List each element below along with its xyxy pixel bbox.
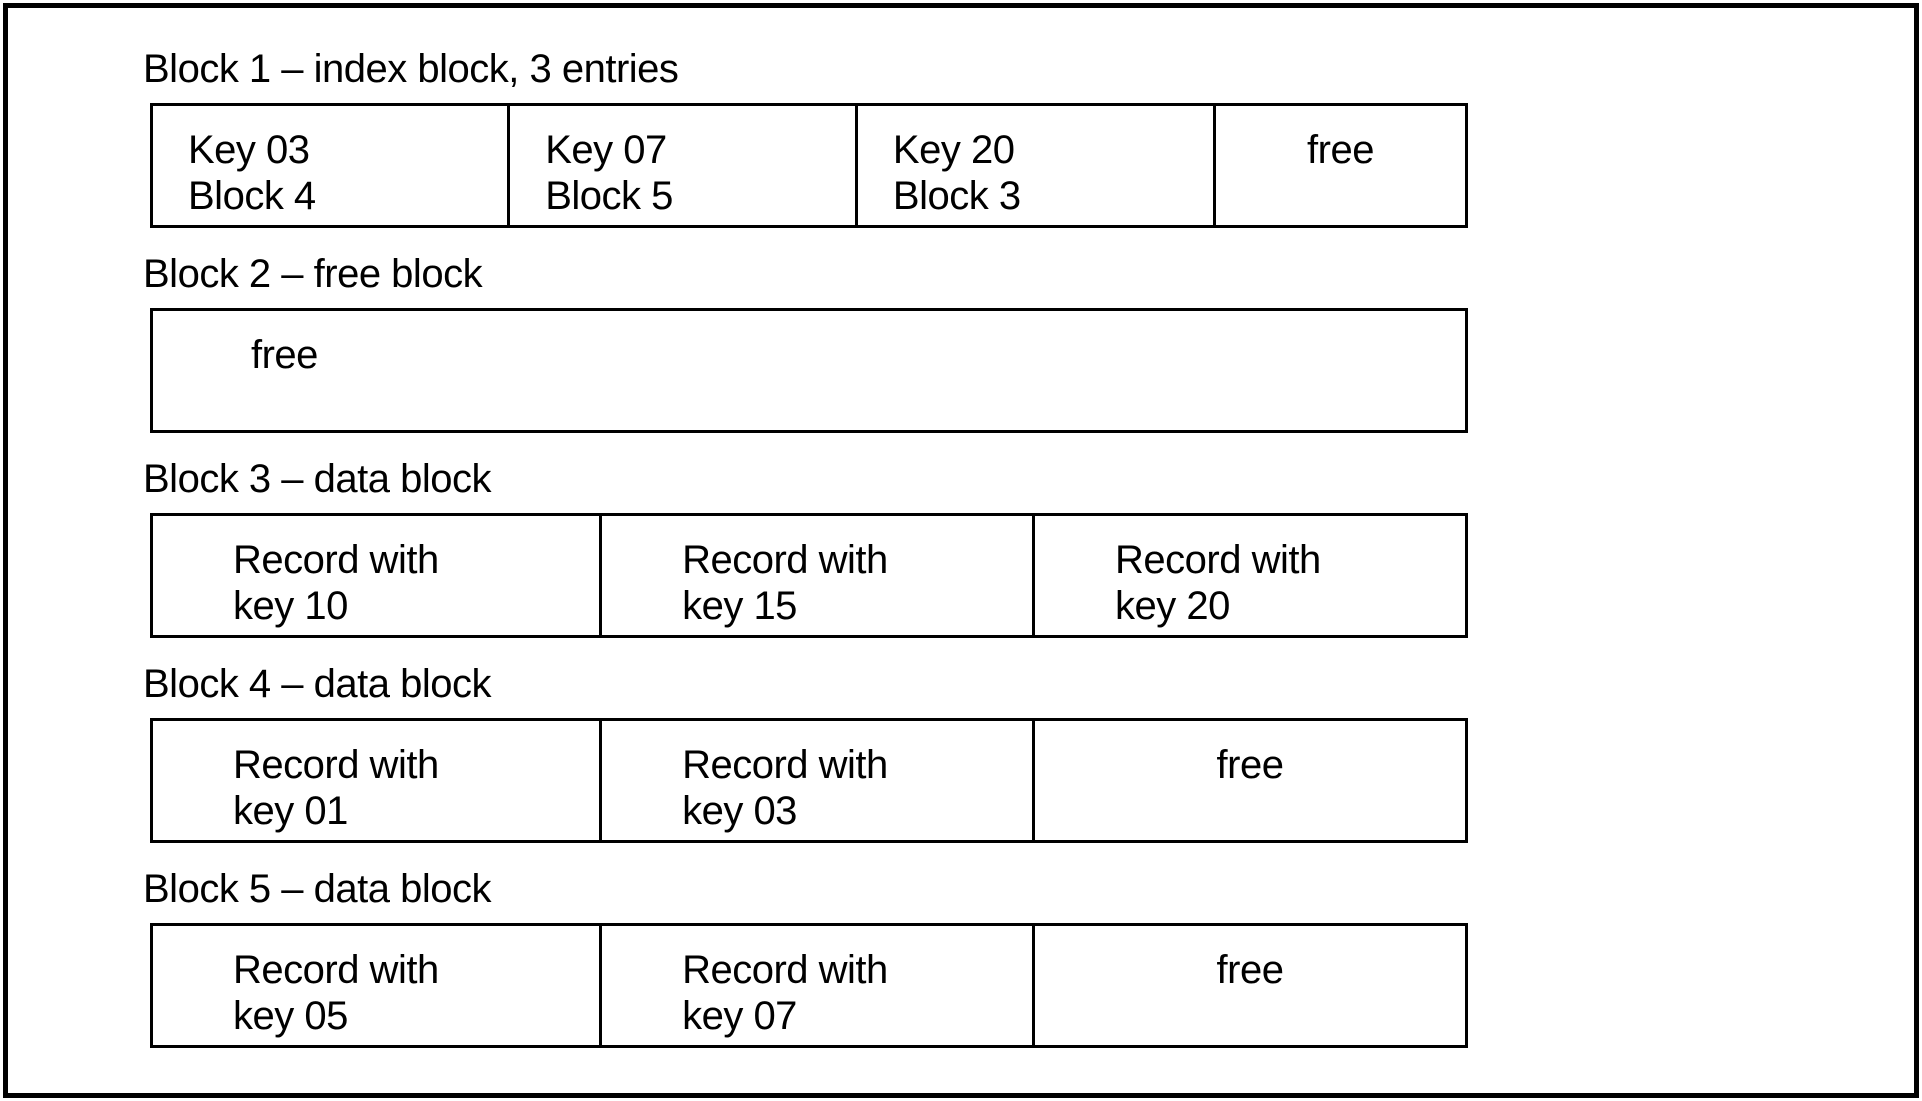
cell-text-line: Block 3 [892,174,1021,218]
cell-text-line: Record with [1115,538,1321,582]
block-4-title: Block 4 – data block [143,662,492,706]
free-cell: free [1032,721,1465,840]
block-2-title: Block 2 – free block [143,252,483,296]
cell-text-line: Key 20 [892,128,1015,172]
cell-text-line: Record with [233,743,439,787]
block-3-title: Block 3 – data block [143,457,492,501]
cell-text-line: Block 4 [188,174,316,218]
cell-text-line: Block 5 [545,174,673,218]
cell-text-line: free [1216,948,1284,992]
free-cell: free [153,311,1465,430]
cell-text-line: Record with [682,948,888,992]
block-5-title: Block 5 – data block [143,867,492,911]
cell-text-line: key 20 [1115,584,1230,628]
block-2-group: Block 2 – free block free [143,251,1473,433]
cell-text-line: free [1216,743,1284,787]
cell-text-line: Key 03 [188,128,310,172]
block-2-box: free [150,308,1468,433]
free-cell: free [1213,106,1465,225]
cell-text-line: free [1307,128,1374,172]
cell-text-line: Record with [233,538,439,582]
cell-text-line: key 07 [682,994,797,1038]
cell-text-line: Key 07 [545,128,667,172]
cell-text-line: Record with [233,948,439,992]
free-cell: free [1032,926,1465,1045]
block-1-title: Block 1 – index block, 3 entries [143,47,679,91]
cell-text-line: key 05 [233,994,348,1038]
cell-text-line: key 10 [233,584,348,628]
cell-text-line: key 15 [682,584,797,628]
cell-text-line: free [251,333,318,377]
cell-text-line: key 03 [682,789,797,833]
cell-text-line: Record with [682,538,888,582]
cell-text-line: key 01 [233,789,348,833]
cell-text-line: Record with [682,743,888,787]
